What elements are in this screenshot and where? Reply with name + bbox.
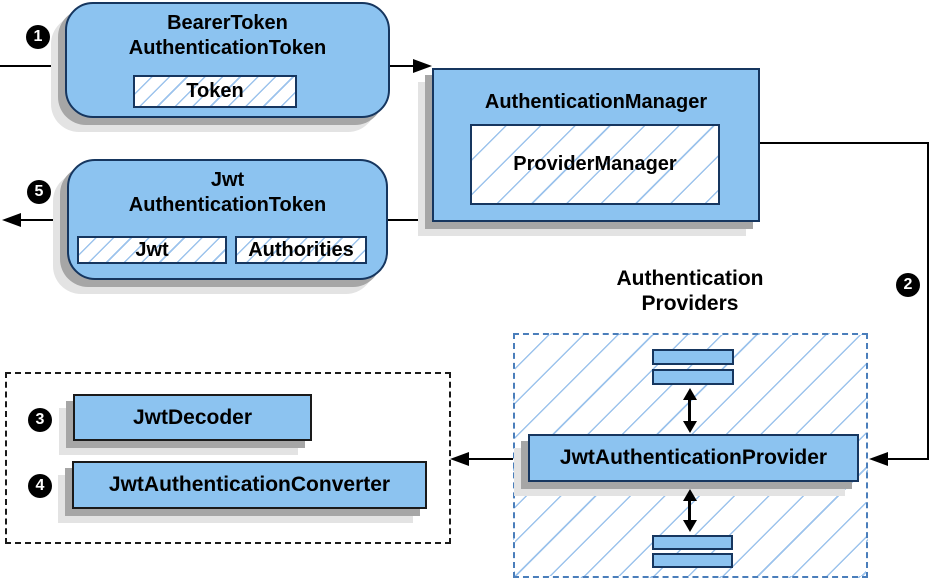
jwt-decoder-label: JwtDecoder: [132, 405, 253, 429]
step-3-badge: 3: [28, 408, 52, 432]
authentication-providers-label-line2: Providers: [641, 292, 739, 315]
bidirectional-arrow-top-line: [688, 398, 691, 423]
authentication-manager-title-text: AuthenticationManager: [484, 91, 708, 113]
step-2-number: 2: [903, 276, 913, 293]
bearer-token-authentication-token-node: BearerToken AuthenticationToken Token: [65, 2, 390, 118]
token-field: Token: [133, 75, 297, 108]
jwt-decoder-node: JwtDecoder: [73, 394, 312, 441]
bidirectional-arrow-top-up-icon: [683, 388, 697, 400]
arrowhead-into-provider-icon: [869, 452, 888, 466]
connector-request-in-line: [0, 65, 65, 67]
step-4-badge: 4: [28, 474, 52, 498]
connector-manager-to-jwt-token-line: [388, 219, 434, 221]
jwt-token-title-line2: AuthenticationToken: [128, 194, 327, 216]
step-4-number: 4: [35, 477, 45, 494]
arrowhead-into-authentication-manager-icon: [413, 59, 432, 73]
step-1-badge: 1: [26, 25, 50, 49]
jwt-authentication-token-node: Jwt AuthenticationToken Jwt Authorities: [67, 159, 388, 280]
authentication-providers-label: Authentication Providers: [540, 266, 840, 316]
step-3-number: 3: [35, 411, 45, 428]
arrowhead-into-converters-box-icon: [450, 452, 469, 466]
arrowhead-response-out-icon: [2, 213, 21, 227]
jwt-field: Jwt: [77, 236, 227, 264]
step-5-number: 5: [34, 183, 44, 200]
jwt-authentication-converter-node: JwtAuthenticationConverter: [72, 461, 427, 509]
connector-bearer-to-manager-line: [388, 65, 416, 67]
connector-right-vertical-line: [927, 142, 929, 459]
step-2-badge: 2: [896, 273, 920, 297]
bidirectional-arrow-bottom-down-icon: [683, 520, 697, 532]
connector-jwt-token-out-line: [19, 219, 67, 221]
authentication-manager-node: AuthenticationManager ProviderManager: [432, 68, 760, 222]
provider-manager-label: ProviderManager: [513, 153, 677, 175]
provider-stack-bottom-bar-1: [652, 535, 733, 550]
authorities-field: Authorities: [235, 236, 367, 264]
provider-stack-top-bar-2: [652, 369, 734, 385]
jwt-authentication-token-title: Jwt AuthenticationToken: [69, 161, 386, 218]
jwt-token-title-line1: Jwt: [210, 169, 245, 191]
jwt-authentication-provider-node: JwtAuthenticationProvider: [528, 434, 859, 482]
bearer-token-authentication-token-title: BearerToken AuthenticationToken: [67, 4, 388, 61]
connector-into-provider-line: [886, 458, 929, 460]
authentication-providers-label-line1: Authentication: [616, 267, 764, 290]
bidirectional-arrow-bottom-up-icon: [683, 489, 697, 501]
token-field-label: Token: [186, 80, 244, 102]
jwt-authentication-provider-label: JwtAuthenticationProvider: [559, 446, 828, 469]
authorities-field-label: Authorities: [248, 238, 354, 261]
jwt-authentication-converter-label: JwtAuthenticationConverter: [108, 473, 391, 496]
authentication-manager-title: AuthenticationManager: [434, 70, 758, 115]
provider-stack-top-bar-1: [652, 349, 734, 365]
provider-manager-field: ProviderManager: [470, 124, 720, 205]
bearer-token-title-line2: AuthenticationToken: [128, 37, 327, 59]
bidirectional-arrow-top-down-icon: [683, 421, 697, 433]
jwt-converters-group: [5, 372, 451, 544]
connector-provider-to-converters-line: [467, 458, 513, 460]
bearer-token-title-line1: BearerToken: [167, 12, 288, 34]
step-1-number: 1: [33, 28, 43, 45]
jwt-field-label: Jwt: [135, 238, 169, 261]
step-5-badge: 5: [27, 180, 51, 204]
bidirectional-arrow-bottom-line: [688, 499, 691, 522]
connector-manager-right-line: [760, 142, 929, 144]
provider-stack-bottom-bar-2: [652, 553, 733, 568]
